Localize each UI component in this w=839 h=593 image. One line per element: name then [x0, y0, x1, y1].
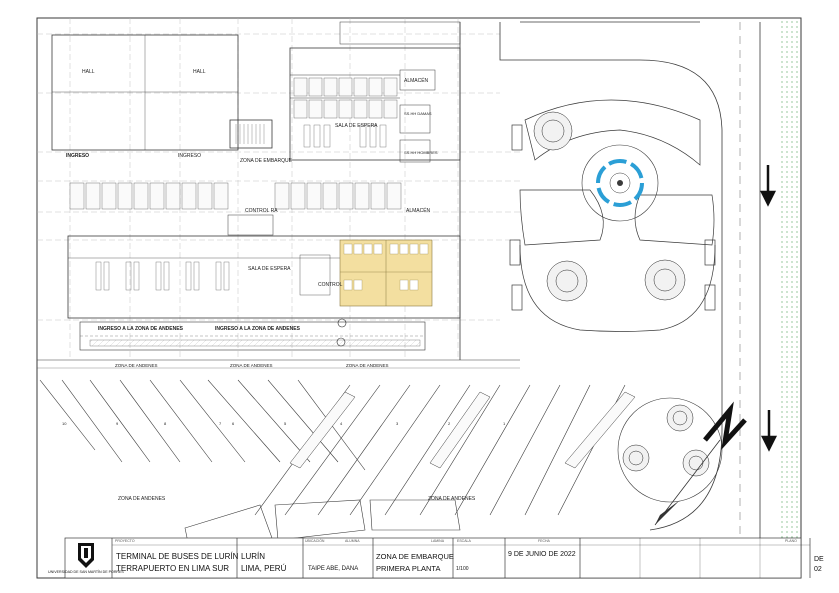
header-escala: ESCALA — [457, 538, 471, 543]
label-control-ra: CONTROL RA — [245, 208, 278, 214]
label-zona-andenes-row-1: ZONA DE ANDENES — [115, 363, 158, 368]
label-ingreso-andenes-1: INGRESO A LA ZONA DE ANDENES — [98, 326, 184, 332]
label-hall-left: HALL — [82, 69, 95, 75]
buses — [289, 391, 636, 469]
label-hall-right: HALL — [193, 69, 206, 75]
sheet-code-prefix: DE — [814, 556, 824, 563]
date-value: 9 DE JUNIO DE 2022 — [508, 551, 576, 558]
label-zona-andenes-row-2: ZONA DE ANDENES — [230, 363, 273, 368]
ticket-booths-upper — [293, 77, 398, 119]
label-ingreso-mid: INGRESO — [178, 153, 201, 159]
landscape-strip — [780, 20, 798, 540]
label-almacen-mid: ALMACÉN — [406, 207, 431, 214]
bay-number: 9 — [116, 421, 119, 426]
student-name: TAIPE ABE, DANA — [308, 566, 359, 572]
platform-corridor — [37, 321, 520, 369]
bay-number: 2 — [448, 421, 451, 426]
ticket-booths-middle — [69, 182, 402, 210]
header-plano: PLANO — [785, 538, 797, 543]
bay-number: 3 — [396, 421, 399, 426]
bay-number: 1 — [503, 421, 506, 426]
label-zona-andenes-bottom-right: ZONA DE ANDENES — [428, 496, 476, 502]
north-arrow — [654, 401, 747, 526]
label-sala-espera-mid: SALA DE ESPERA — [248, 266, 291, 272]
bay-numbers: 10 9 8 7 6 5 4 3 2 1 — [62, 421, 506, 426]
bay-number: 6 — [232, 421, 235, 426]
access-roads — [499, 21, 761, 540]
central-fountain — [581, 144, 659, 222]
trees — [533, 111, 710, 477]
header-alumna: ALUMNA — [345, 538, 360, 543]
label-ingreso-andenes-2: INGRESO A LA ZONA DE ANDENES — [215, 326, 301, 332]
hall-block — [51, 34, 273, 151]
seating-upper — [303, 124, 387, 148]
university-name: UNIVERSIDAD DE SAN MARTÍN DE PORRES — [48, 570, 124, 574]
label-zona-embarque: ZONA DE EMBARQUE — [240, 158, 293, 164]
bay-number: 4 — [340, 421, 343, 426]
label-control: CONTROL — [318, 282, 343, 288]
plaza — [509, 99, 716, 332]
bay-number: 7 — [219, 421, 222, 426]
bus-platforms — [39, 379, 626, 516]
bay-number: 8 — [164, 421, 167, 426]
accessibility-icons — [336, 318, 347, 347]
header-lamina: LAMINA — [431, 538, 445, 543]
header-fecha: FECHA — [538, 538, 550, 543]
traffic-arrows — [759, 165, 778, 452]
label-zona-andenes-row-3: ZONA DE ANDENES — [346, 363, 389, 368]
round-planter — [617, 397, 723, 503]
title-block-frame — [64, 537, 811, 579]
room-labels: HALL HALL ALMACÉN ALMACÉN SS.HH DAMAS SS… — [66, 69, 476, 502]
location-line2: LIMA, PERÚ — [241, 564, 287, 573]
label-zona-andenes-bottom-left: ZONA DE ANDENES — [118, 496, 166, 502]
seating-lower — [95, 261, 230, 291]
sheet-title-line2: PRIMERA PLANTA — [376, 564, 441, 573]
university-logo — [78, 543, 94, 568]
project-name-line2: TERRAPUERTO EN LIMA SUR — [116, 564, 230, 573]
restrooms-block — [339, 239, 433, 307]
label-ss-hh-hombres: SS.HH HOMBRES — [404, 150, 438, 155]
bay-number: 5 — [284, 421, 287, 426]
lower-building — [67, 214, 461, 319]
bay-number: 10 — [62, 421, 67, 426]
sheet-title-line1: ZONA DE EMBARQUE — [376, 552, 454, 561]
scale-value: 1/100 — [456, 566, 469, 572]
header-ubicacion: UBICACIÓN — [305, 538, 325, 543]
header-proyecto: PROYECTO — [115, 538, 135, 543]
label-almacen-top: ALMACÉN — [404, 77, 429, 84]
label-ingreso-left: INGRESO — [66, 153, 89, 159]
location-line1: LURÍN — [241, 552, 266, 561]
label-sala-espera-top: SALA DE ESPERA — [335, 123, 378, 129]
project-name-line1: TERMINAL DE BUSES DE LURÍN — [116, 552, 239, 561]
sheet-code-number: 02 — [814, 566, 822, 573]
label-ss-hh-damas: SS.HH DAMAS — [404, 111, 432, 116]
